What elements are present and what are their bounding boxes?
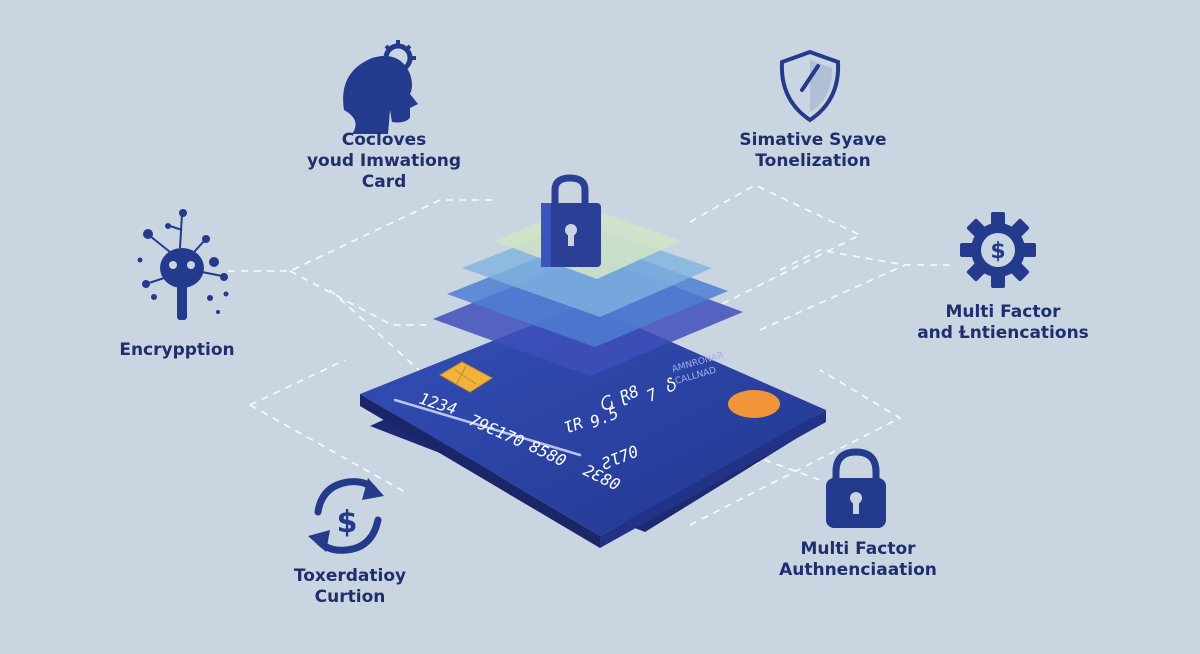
padlock-icon <box>826 448 886 528</box>
label-top-right: Simative Syave Tonelization <box>739 130 886 172</box>
card-orange-circle <box>728 390 780 418</box>
head-gear-icon <box>343 40 418 134</box>
label-right: Multi Factor and Ɫntiencations <box>917 302 1089 344</box>
label-top-left: Cocloves youd Imwationg Card <box>307 130 461 193</box>
label-right-line-1: Multi Factor <box>945 302 1061 322</box>
label-left: Encrypption <box>119 340 234 361</box>
label-bottom-left-line-2: Curtion <box>314 587 386 607</box>
label-top-right-line-2: Tonelization <box>755 151 871 171</box>
center-padlock-icon <box>541 174 601 267</box>
label-bottom-left-line-1: Toxerdatioy <box>293 566 407 586</box>
label-top-left-line-1: Cocloves <box>341 130 427 150</box>
svg-text:$: $ <box>990 239 1005 264</box>
label-bottom-right: Multi Factor Authnenciaation <box>779 539 937 581</box>
label-bottom-left: Toxerdatioy Curtion <box>294 566 406 608</box>
label-bottom-right-line-2: Authnenciaation <box>779 560 937 580</box>
label-top-left-line-2: youd Imwationg <box>306 151 462 171</box>
label-left-line-1: Encrypption <box>119 340 235 360</box>
label-top-left-line-3: Card <box>361 172 407 192</box>
svg-text:$: $ <box>337 505 358 540</box>
card-chip <box>439 361 493 393</box>
label-bottom-right-line-1: Multi Factor <box>800 539 916 559</box>
dollar-gear-icon: $ <box>960 212 1036 288</box>
network-key-icon <box>137 209 229 320</box>
shield-icon <box>779 49 841 123</box>
credit-card: 1234 79Ɛ170 8580 2Ɛ80 ƖR 9.5 ƧƖ70 Ⴚ Ɽ8 7… <box>360 304 826 548</box>
dollar-cycle-icon: $ <box>308 478 384 554</box>
label-right-line-2: and Ɫntiencations <box>917 323 1089 343</box>
label-top-right-line-1: Simative Syave <box>739 130 887 150</box>
